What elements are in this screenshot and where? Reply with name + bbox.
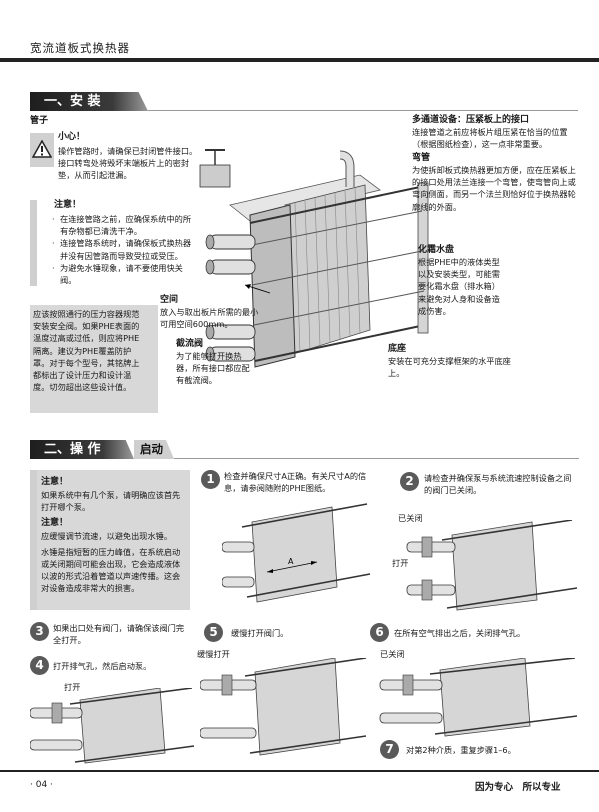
note2-text3: 水锤是指短暂的压力峰值，在系统启动或关闭期间可能会出现，它会造成液体以波的形式沿… — [41, 546, 181, 594]
pipes-heading: 管子 — [30, 116, 49, 126]
slow-open-label: 缓慢打开 — [197, 649, 230, 659]
step-5-illustration — [200, 658, 367, 756]
note2-text1: 如果系统中有几个泵，请明确应该首先打开哪个泵。 — [41, 490, 181, 513]
startup-label: 启动 — [140, 442, 163, 456]
step-number-badge: 2 — [400, 472, 419, 491]
section-rule — [148, 110, 578, 111]
section-operation-label: 二、操 作 — [44, 442, 101, 457]
dimension-a-label: A — [288, 557, 294, 566]
step-number-badge: 4 — [30, 656, 49, 675]
caution-icon-box — [30, 133, 54, 167]
step-4-illustration — [30, 688, 195, 764]
step-6-illustration — [379, 658, 578, 737]
note1-item: 在连接管路之前，应确保系统中的所有杂物都已清洗干净。 — [52, 213, 192, 237]
step-6-text: 在所有空气排出之后，关闭排气孔。 — [394, 628, 526, 638]
step-number-badge: 5 — [204, 623, 223, 642]
footer-slogan: 因为专心 所以专业 — [475, 782, 561, 793]
note2-text2: 应缓慢调节流速，以避免出现水锤。 — [41, 531, 173, 542]
step-2-text: 请检查并确保泵与系统流速控制设备之间的阀门已关闭。 — [424, 473, 572, 496]
note1-title: 注意！ — [54, 200, 82, 210]
pressure-note-box: 应该按照通行的压力容器规范安装安全阀。如果PHE表面的温度过高或过低，则应将PH… — [30, 305, 150, 413]
multi-pass-title: 多通道设备：压紧板上的接口 — [412, 115, 530, 125]
drip-tray-title: 化霜水盘 — [418, 245, 455, 255]
stop-valve-text: 为了能够打开换热器，所有接口都应配有截流阀。 — [176, 351, 250, 386]
note2-title1: 注意！ — [41, 477, 69, 487]
startup-tab: 启动 — [134, 440, 174, 459]
step-1-text: 检查并确保尺寸A正确。有关尺寸A的信息，请参阅随附的PHE图纸。 — [224, 471, 367, 494]
open-label: 打开 — [392, 558, 409, 568]
stop-valve-title: 截流阀 — [176, 339, 204, 349]
step-4-text: 打开排气孔，然后启动泵。 — [53, 661, 152, 671]
space-text: 放入与取出板片所需的最小可用空间600mm。 — [160, 307, 259, 330]
page-number: · 04 · — [30, 780, 53, 790]
multi-pass-text: 连接管道之前应将板片组压紧在恰当的位置（根据图纸检查），这一点非常重要。 — [412, 127, 568, 150]
note1-bar — [30, 200, 37, 286]
section-rule-2 — [174, 458, 579, 459]
step-number-badge: 7 — [380, 740, 399, 759]
pressure-note-text: 应该按照通行的压力容器规范安装安全阀。如果PHE表面的温度过高或过低，则应将PH… — [33, 309, 140, 393]
step-5-text: 缓慢打开阀门。 — [231, 628, 289, 638]
note1-item: 为避免水锤现象，请不要使用快关阀。 — [52, 262, 192, 286]
step-7-text: 对第2种介质，重复步骤1–6。 — [406, 745, 516, 755]
open-label-4: 打开 — [64, 682, 81, 692]
step-3-text: 如果出口处有阀门，请确保该阀门完全打开。 — [53, 623, 185, 646]
step-number-badge: 3 — [30, 622, 49, 641]
section-operation-bar: 二、操 作 — [30, 440, 134, 459]
elbow-text: 为使拆卸板式换热器更加方便，应在压紧板上的接口处用法兰连接一个弯管，使弯管向上或… — [412, 165, 576, 212]
closed-label-6: 已关闭 — [380, 649, 405, 659]
note1-item: 连接管路系统时，请确保板式换热器并没有因管路而导致受拉或受压。 — [52, 237, 192, 261]
note2-title2: 注意！ — [41, 518, 69, 529]
drip-tray-text: 根据PHE中的液体类型以及安装类型，可能需要化霜水盘（排水箱）来避免对人身和设备… — [418, 257, 500, 316]
step-1-illustration: A — [222, 503, 371, 603]
section-install-bar: 一、安 装 — [30, 92, 148, 111]
warning-icon — [31, 139, 53, 158]
section-install-label: 一、安 装 — [44, 94, 101, 109]
closed-label: 已关闭 — [398, 513, 423, 523]
valve-icon — [199, 149, 231, 188]
note2-bar — [30, 470, 37, 610]
header-rule — [0, 58, 599, 62]
phe-install-illustration — [199, 149, 429, 368]
pressure-note-shade — [150, 305, 158, 413]
note1-list: 在连接管路之前，应确保系统中的所有杂物都已清洗干净。 连接管路系统时，请确保板式… — [52, 213, 192, 286]
caution-text: 操作管路时，请确保已封闭管件接口。接口转弯处将毁坏末端板片上的密封垫，从而引起泄… — [58, 146, 198, 181]
step-number-badge: 6 — [370, 623, 389, 642]
page-header-title: 宽流道板式换热器 — [30, 41, 130, 55]
step-2-illustration — [406, 520, 578, 611]
base-text: 安装在可充分支撑框架的水平底座上。 — [388, 356, 511, 379]
elbow-title: 弯管 — [412, 153, 431, 163]
footer-rule — [0, 770, 599, 772]
pipe-connections — [205, 234, 256, 362]
space-title: 空间 — [160, 295, 179, 305]
caution-title: 小心！ — [58, 132, 86, 142]
base-title: 底座 — [388, 344, 407, 354]
step-number-badge: 1 — [201, 470, 220, 489]
note2-box: 注意！ 如果系统中有几个泵，请明确应该首先打开哪个泵。 注意！ 应缓慢调节流速，… — [37, 470, 190, 610]
